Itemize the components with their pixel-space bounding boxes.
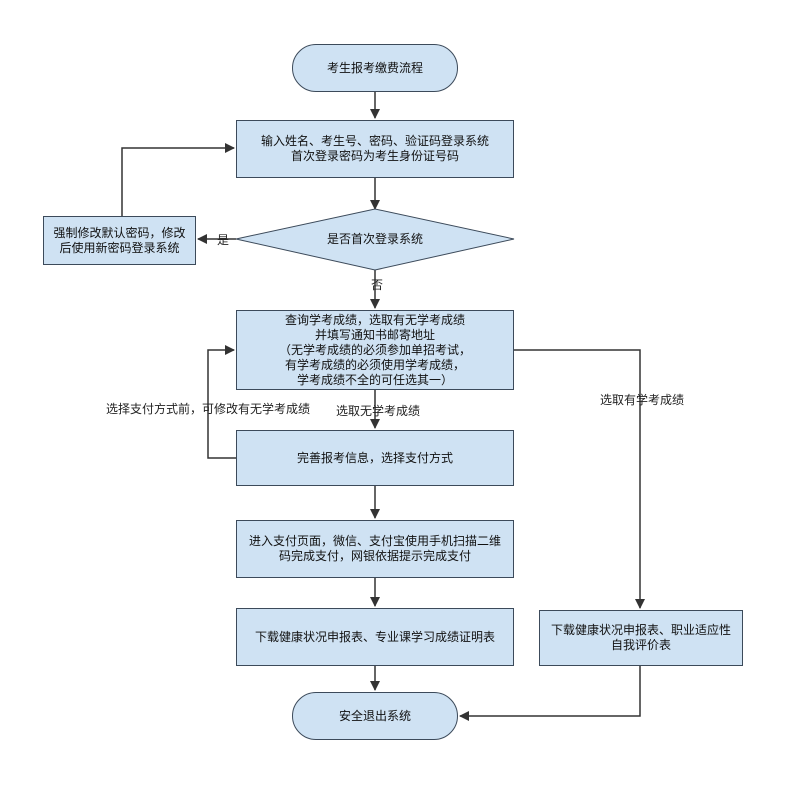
arrow-complete-back-to-query <box>207 345 236 459</box>
start-node: 考生报考缴费流程 <box>292 44 458 92</box>
query-line-4: 有学考成绩的必须使用学考成绩， <box>284 357 465 372</box>
edge-label-yes: 是 <box>217 233 230 247</box>
download-no-scores-box: 下载健康状况申报表、专业课学习成绩证明表 <box>236 608 514 666</box>
end-node: 安全退出系统 <box>292 692 458 740</box>
login-line-2: 首次登录密码为考生身份证号码 <box>290 149 459 163</box>
query-line-3: （无学考成绩的必须参加单招考试， <box>278 342 471 357</box>
edge-label-no: 否 <box>371 278 384 292</box>
query-line-5: 学考成绩不全的可任选其一） <box>296 372 453 387</box>
arrow-query-to-download-with-scores <box>514 349 645 609</box>
payment-line-2: 码完成支付，网银依据提示完成支付 <box>278 549 471 563</box>
decision-diamond <box>235 208 515 271</box>
decision-label: 是否首次登录系统 <box>326 232 423 246</box>
payment-box: 进入支付页面，微信、支付宝使用手机扫描二维 码完成支付，网银依据提示完成支付 <box>236 520 514 578</box>
edge-label-select-with-scores: 选取有学考成绩 <box>600 393 685 407</box>
edge-label-modify-before-payment: 选择支付方式前，可修改有无学考成绩 <box>106 402 311 416</box>
download-with-scores-line-2: 自我评价表 <box>610 638 671 652</box>
force-change-box: 强制修改默认密码，修改 后使用新密码登录系统 <box>43 216 196 265</box>
arrow-download-with-scores-to-end <box>459 666 641 721</box>
download-with-scores-line-1: 下载健康状况申报表、职业适应性 <box>550 623 731 637</box>
login-box: 输入姓名、考生号、密码、验证码登录系统 首次登录密码为考生身份证号码 <box>236 120 514 178</box>
payment-line-1: 进入支付页面，微信、支付宝使用手机扫描二维 <box>248 534 501 548</box>
edge-label-select-no-scores: 选取无学考成绩 <box>336 404 421 418</box>
force-change-line-1: 强制修改默认密码，修改 <box>53 225 186 240</box>
query-line-1: 查询学考成绩，选取有无学考成绩 <box>284 312 465 327</box>
complete-info-box: 完善报考信息，选择支付方式 <box>236 430 514 486</box>
download-with-scores-box: 下载健康状况申报表、职业适应性 自我评价表 <box>539 610 743 666</box>
query-scores-box: 查询学考成绩，选取有无学考成绩 并填写通知书邮寄地址 （无学考成绩的必须参加单招… <box>236 310 514 390</box>
arrow-force-change-to-login <box>121 143 235 216</box>
query-line-2: 并填写通知书邮寄地址 <box>314 327 435 342</box>
login-line-1: 输入姓名、考生号、密码、验证码登录系统 <box>260 134 489 148</box>
force-change-line-2: 后使用新密码登录系统 <box>59 240 180 255</box>
